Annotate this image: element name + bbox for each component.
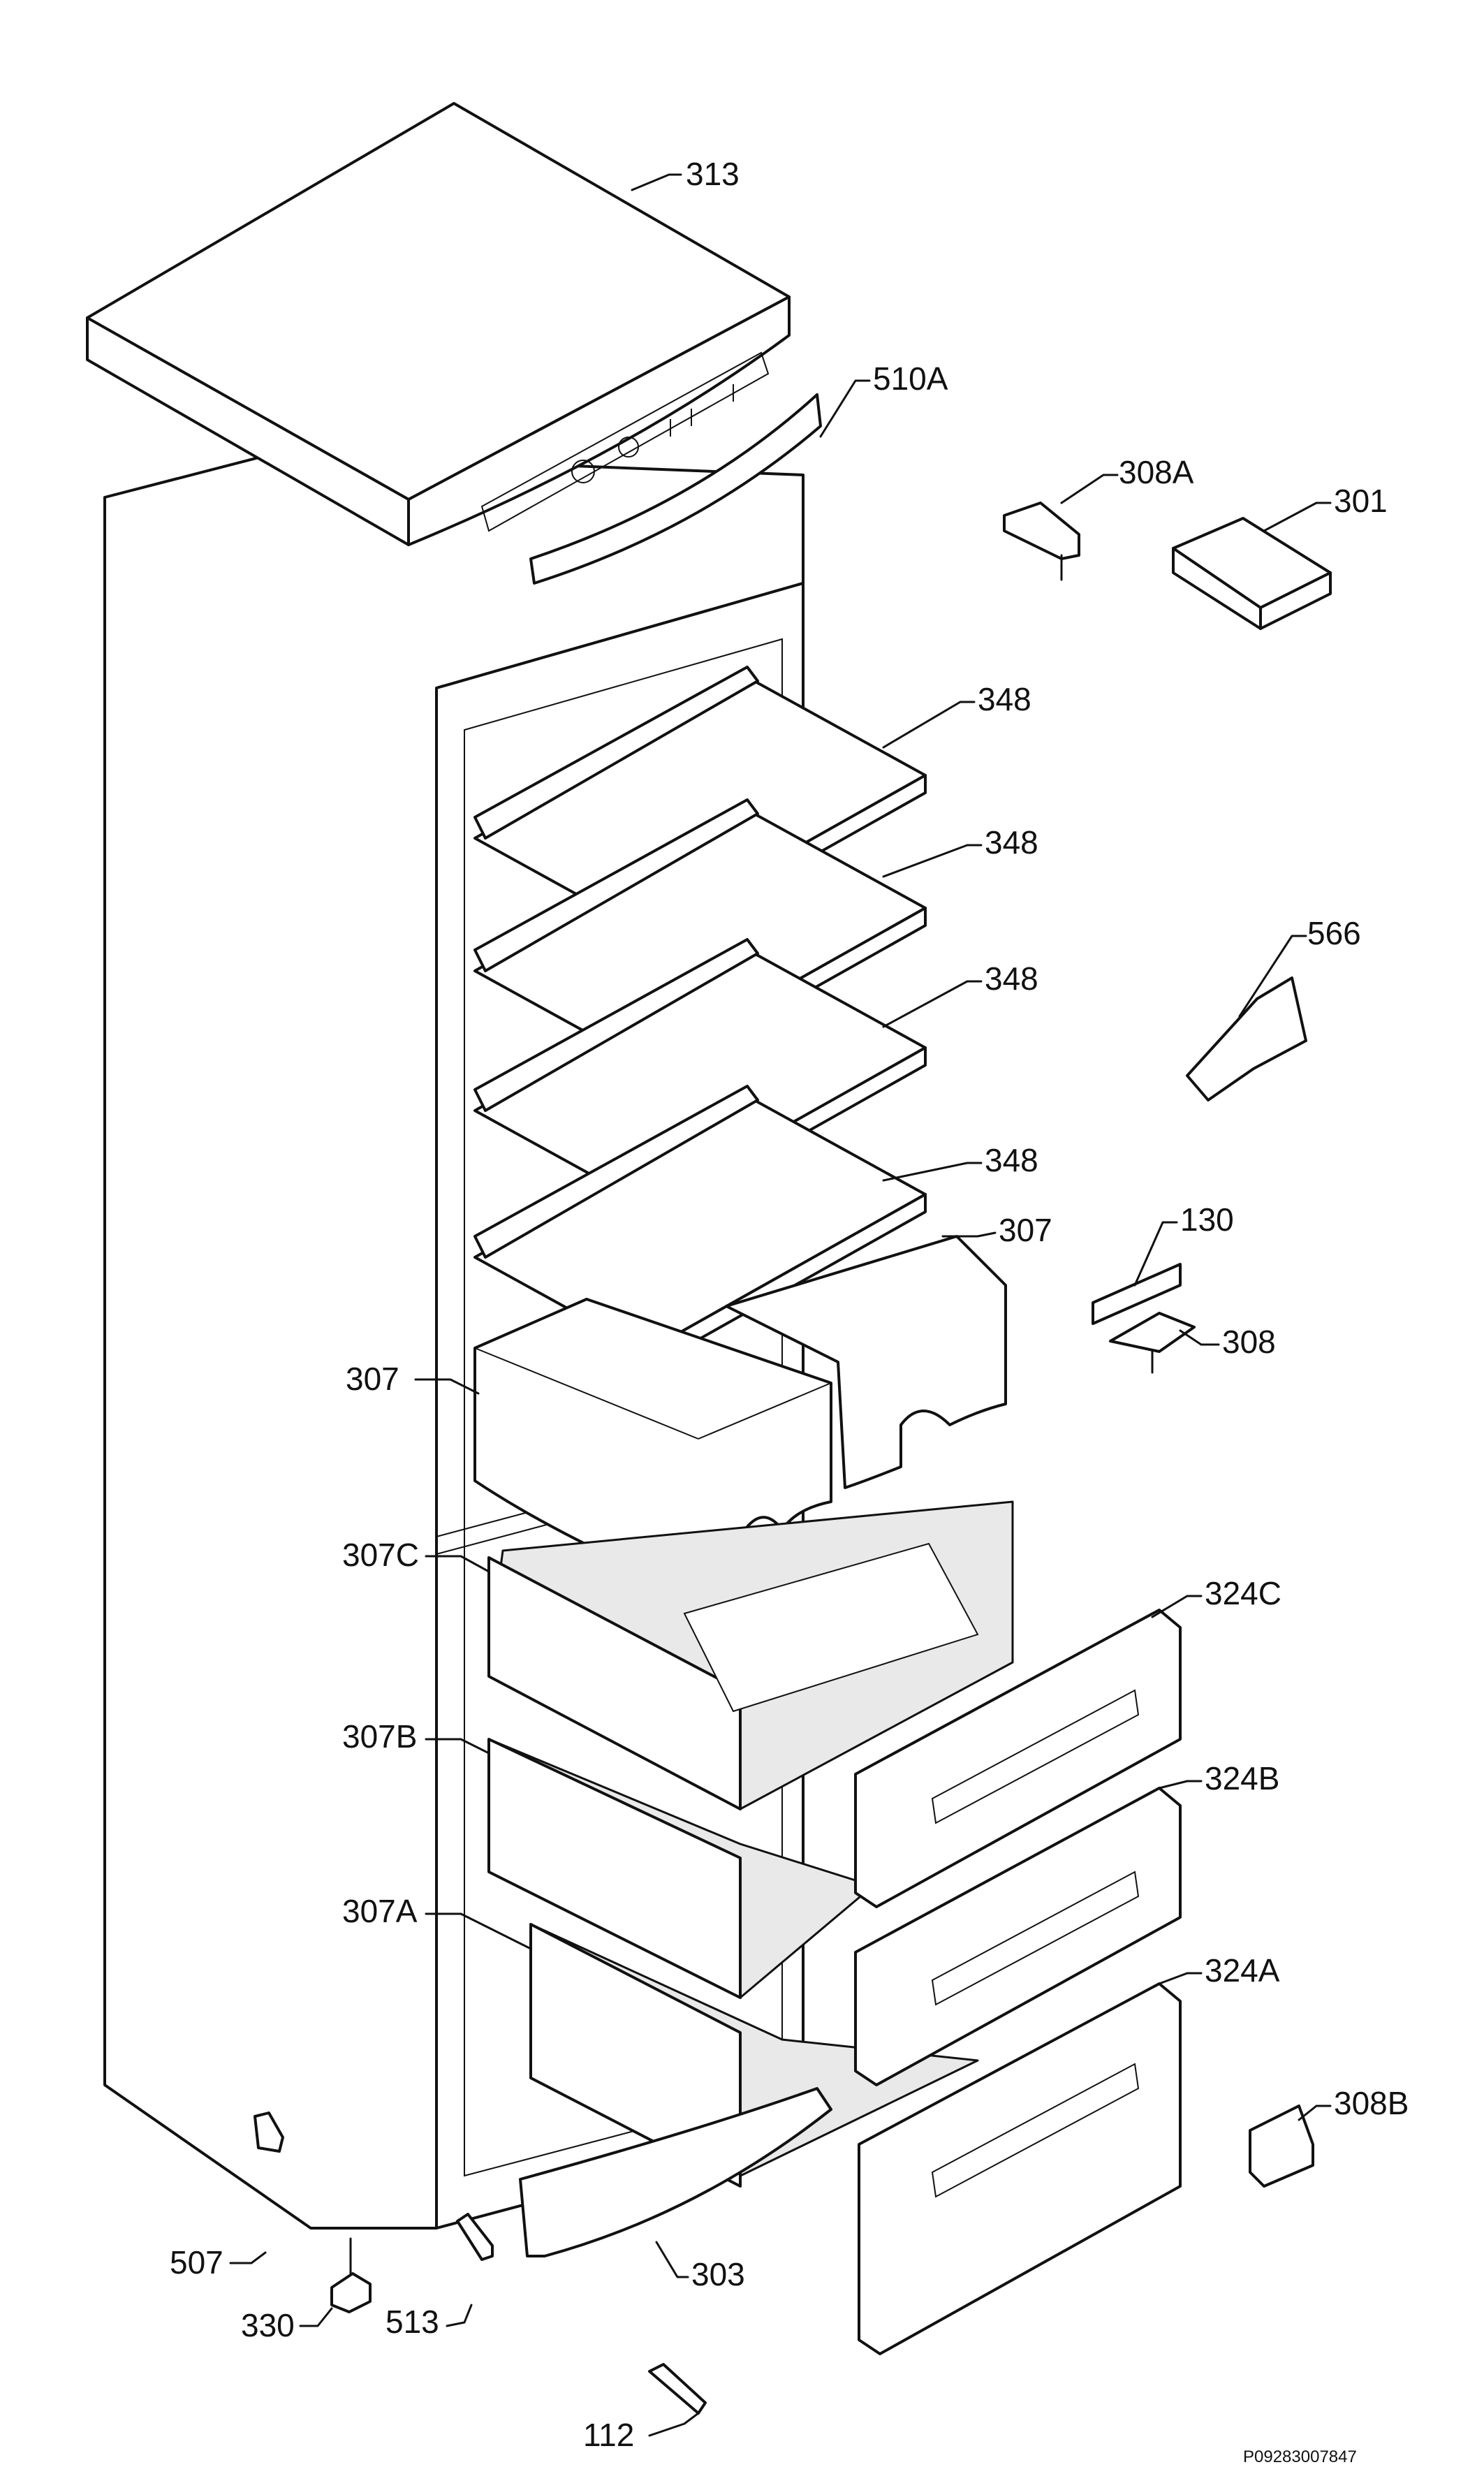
callout-112: 112 <box>583 2417 634 2453</box>
top-cover-313 <box>86 102 791 546</box>
drawer-front-324b <box>854 1787 1182 2086</box>
diagram-code: P09283007847 <box>1243 2447 1357 2466</box>
drawer-front-324a <box>858 1982 1182 2355</box>
drawer-307b <box>487 1738 874 1999</box>
callout-324a: 324A <box>1205 1952 1280 1989</box>
callout-348-3: 348 <box>985 960 1038 997</box>
cover-507 <box>254 2111 284 2153</box>
control-strip-510a <box>529 393 822 585</box>
callout-348-1: 348 <box>978 681 1031 717</box>
leader-lines <box>229 173 1332 2437</box>
foot-330 <box>330 2237 372 2313</box>
ice-tray-301 <box>1172 517 1332 630</box>
callout-507: 507 <box>170 2244 223 2281</box>
callout-348-2: 348 <box>985 824 1038 861</box>
callout-303: 303 <box>691 2256 745 2292</box>
hinge-308 <box>1109 1312 1196 1374</box>
drawer-307c <box>487 1500 1014 1810</box>
callout-308a: 308A <box>1119 454 1194 490</box>
callout-566: 566 <box>1307 915 1361 951</box>
base-plinth-303 <box>519 2087 832 2257</box>
bracket-308a <box>1003 502 1080 581</box>
hinge-308b <box>1249 2105 1314 2188</box>
clip-513 <box>456 2213 494 2261</box>
scraper-566 <box>1186 976 1307 1101</box>
hinge-130 <box>1092 1263 1182 1325</box>
callout-130: 130 <box>1180 1201 1234 1238</box>
callout-313: 313 <box>686 156 740 192</box>
callout-513: 513 <box>385 2304 439 2340</box>
glass-shelf-4 <box>473 1085 927 1370</box>
callout-301: 301 <box>1334 483 1388 519</box>
callout-307a: 307A <box>342 1893 418 1929</box>
callout-510a: 510A <box>873 360 948 397</box>
drawer-307a <box>529 1923 979 2188</box>
drawer-front-324c <box>854 1609 1182 1908</box>
callout-308b: 308B <box>1334 2085 1409 2121</box>
callout-307b: 307B <box>342 1718 417 1755</box>
basket-307-right <box>725 1235 1007 1489</box>
callout-307-right: 307 <box>999 1212 1052 1248</box>
callout-307c: 307C <box>342 1537 419 1573</box>
callout-307-left: 307 <box>346 1361 399 1397</box>
callout-308: 308 <box>1222 1324 1276 1360</box>
callout-324c: 324C <box>1205 1575 1281 1611</box>
spacer-112 <box>648 2363 707 2415</box>
callout-324b: 324B <box>1205 1760 1279 1796</box>
callout-348-4: 348 <box>985 1142 1038 1178</box>
callout-330: 330 <box>241 2307 295 2343</box>
